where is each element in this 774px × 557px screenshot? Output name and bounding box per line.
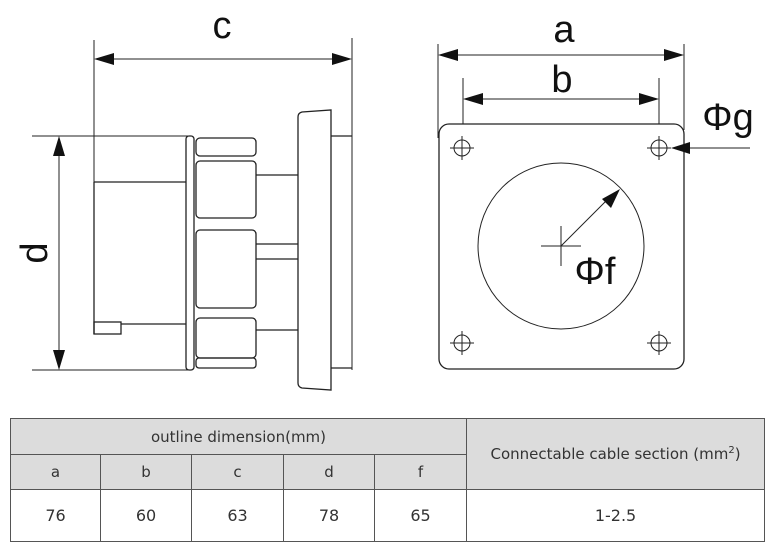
cable-header-text: Connectable cable section (mm — [490, 445, 729, 463]
table-column-header: b — [100, 454, 192, 490]
table-group-header: outline dimension(mm) — [9, 418, 468, 455]
front-view: a b — [437, 9, 754, 370]
table-column-header: c — [191, 454, 284, 490]
mounting-hole — [647, 136, 671, 160]
table-row: 76 60 63 78 65 1-2.5 — [10, 489, 766, 542]
dimension-b: b — [462, 59, 660, 124]
cable-header-close: ) — [734, 445, 741, 463]
mounting-holes — [450, 136, 671, 355]
mounting-hole — [450, 136, 474, 160]
dimension-table: outline dimension(mm) Connectable cable … — [9, 418, 766, 542]
table-cell: 65 — [373, 489, 468, 542]
table-cell: 76 — [10, 489, 101, 542]
mounting-hole — [647, 331, 671, 355]
mounting-plate — [438, 123, 685, 370]
dimension-c: c — [93, 5, 353, 370]
label-c: c — [213, 5, 232, 47]
table-cable-header: Connectable cable section (mm2) — [466, 418, 766, 490]
label-b: b — [551, 59, 572, 101]
mounting-hole — [450, 331, 474, 355]
table-cell: 60 — [100, 489, 192, 542]
label-a: a — [553, 9, 575, 51]
table-cell-cable: 1-2.5 — [466, 489, 766, 542]
dimension-f: Φf — [541, 189, 620, 293]
dimension-a: a — [437, 9, 685, 138]
table-cell: 63 — [191, 489, 284, 542]
table-column-header: d — [283, 454, 375, 490]
label-g: Φg — [702, 97, 753, 139]
dimension-d: d — [14, 135, 190, 371]
side-view: c d — [14, 5, 353, 391]
cutout-circle — [477, 162, 645, 330]
socket-body — [93, 109, 352, 391]
table-column-header: f — [373, 454, 468, 490]
label-d: d — [14, 242, 56, 263]
cable-header-sup: 2 — [728, 445, 735, 456]
technical-drawing: c d — [14, 5, 754, 391]
table-column-header: a — [10, 454, 101, 490]
label-f: Φf — [575, 251, 616, 293]
table-cell: 78 — [283, 489, 375, 542]
dimension-g: Φg — [671, 97, 754, 154]
